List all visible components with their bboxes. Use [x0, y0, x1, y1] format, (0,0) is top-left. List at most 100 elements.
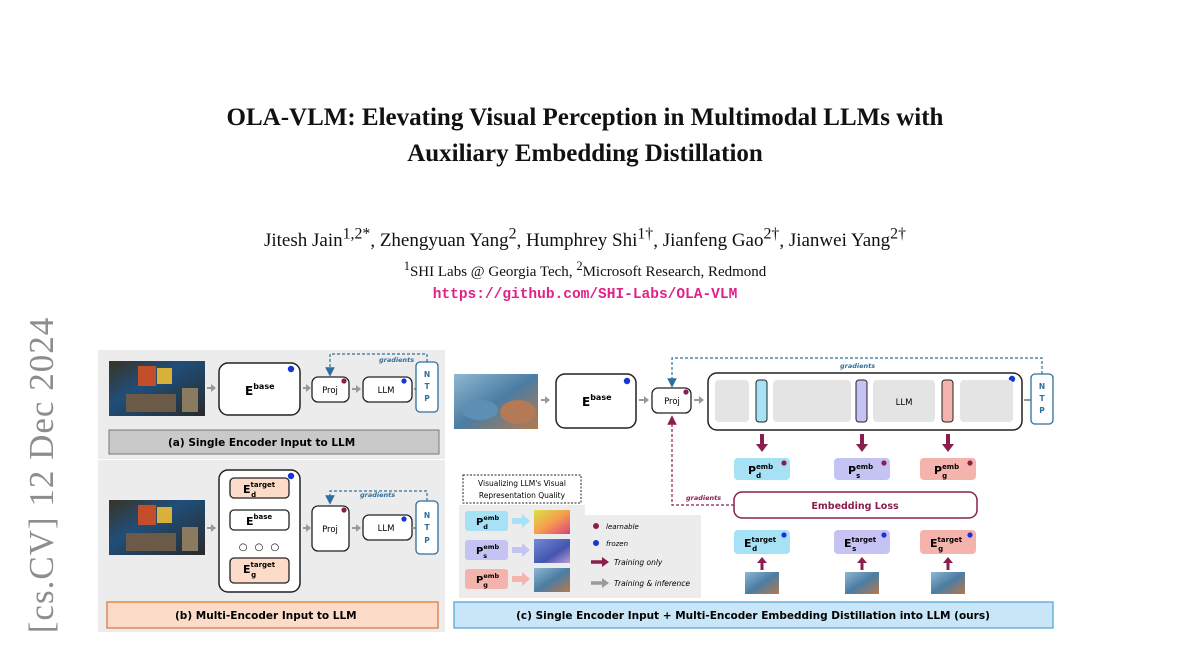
gradients-label: gradients: [360, 491, 395, 499]
gradients-label-left: gradients: [686, 494, 721, 502]
viz-title-line-1: Visualizing LLM's Visual: [478, 479, 566, 488]
panel-c: Ebase Proj LLM N T P gradients: [453, 357, 1054, 629]
teaser-figure: Ebase Proj LLM N T P gradients (a) Singl…: [98, 350, 1054, 632]
encoder-base-box: [229, 509, 290, 531]
target-g-box: [920, 530, 976, 554]
target-s-box: [834, 530, 890, 554]
frozen-dot: [287, 365, 295, 373]
gradients-label: gradients: [379, 356, 414, 364]
gradients-arrow-left: [667, 415, 734, 506]
llm-label: LLM: [378, 386, 395, 396]
encoder-d-box: [229, 477, 290, 499]
layer-s: [855, 379, 868, 423]
legend-training-inference: Training & inference: [614, 579, 690, 588]
proj-label: Proj: [322, 525, 338, 535]
viz-row-d: [465, 511, 508, 531]
encoder-base-label: Ebase: [582, 393, 612, 409]
svg-text:T: T: [1039, 394, 1045, 403]
legend-frozen: frozen: [606, 540, 628, 548]
proj-label: Proj: [664, 397, 680, 407]
encoder-base-box: [555, 373, 637, 429]
emb-s-box: [834, 458, 890, 480]
panel-c-caption: (c) Single Encoder Input + Multi-Encoder…: [516, 610, 990, 622]
viz-title-line-2: Representation Quality: [479, 491, 566, 500]
panel-a-caption: (a) Single Encoder Input to LLM: [168, 437, 355, 449]
viz-title-box: [462, 474, 582, 504]
paper-title: OLA-VLM: Elevating Visual Perception in …: [0, 100, 1170, 172]
encoder-g-box: [229, 557, 290, 584]
learnable-dot: [593, 523, 599, 529]
panel-c-caption-box: [453, 601, 1054, 629]
proj-label: Proj: [322, 386, 338, 396]
car-thumb: [931, 572, 965, 594]
ellipsis-dots: ○ ○ ○: [239, 542, 282, 553]
gradients-arrow: [325, 353, 428, 377]
legend-learnable: learnable: [606, 523, 639, 531]
gradients-label-top: gradients: [840, 362, 875, 370]
encoder-base-box: [218, 362, 301, 416]
svg-text:T: T: [424, 382, 430, 391]
author: Zhengyuan Yang2: [379, 226, 517, 252]
embedding-loss-label: Embedding Loss: [811, 501, 899, 512]
svg-text:N: N: [424, 511, 430, 520]
panel-b-caption-box: [106, 601, 439, 629]
room-image: [109, 500, 205, 555]
svg-text:P: P: [424, 536, 430, 545]
emb-d-box: [734, 458, 790, 480]
encoder-base-label: Ebase: [245, 382, 275, 398]
author: Jitesh Jain1,2*: [263, 226, 371, 252]
gen-image: [534, 568, 570, 592]
encoder-base-label: Ebase: [246, 513, 272, 528]
viz-row-s: [465, 540, 508, 560]
llm-label: LLM: [378, 524, 395, 534]
svg-text:T: T: [424, 523, 430, 532]
viz-row-g: [465, 569, 508, 589]
car-thumb: [745, 572, 779, 594]
arrow-head: [211, 384, 216, 392]
github-link[interactable]: https://github.com/SHI-Labs/OLA-VLM: [432, 287, 738, 303]
learnable-dot: [341, 378, 347, 384]
room-image: [109, 361, 205, 416]
affiliations: 1SHI Labs @ Georgia Tech, 2Microsoft Res…: [403, 259, 767, 280]
author-list: Jitesh Jain1,2*, Zhengyuan Yang2, Humphr…: [263, 226, 906, 252]
svg-text:N: N: [1039, 382, 1045, 391]
llm-label: LLM: [896, 398, 913, 408]
title-line-2: Auxiliary Embedding Distillation: [407, 140, 763, 167]
target-d-box: [734, 530, 790, 554]
proj-box: [311, 505, 350, 552]
legend-training-only: Training only: [614, 558, 663, 567]
car-thumb: [845, 572, 879, 594]
gradients-arrow: [325, 490, 428, 505]
author: Jianwei Yang2†: [788, 226, 906, 252]
car-image: [454, 374, 538, 429]
arxiv-stamp: [cs.CV] 12 Dec 2024: [22, 316, 61, 634]
panel-a-caption-box: [108, 429, 440, 455]
seg-map: [534, 539, 570, 563]
gradients-arrow-top: [667, 357, 1043, 388]
svg-text:N: N: [424, 370, 430, 379]
panel-a: Ebase Proj LLM N T P gradients (a) Singl…: [98, 350, 445, 459]
proj-box: [311, 376, 350, 403]
author: Jianfeng Gao2†: [662, 226, 780, 252]
depth-map: [534, 510, 570, 534]
layer-d: [755, 379, 768, 423]
panel-b-caption: (b) Multi-Encoder Input to LLM: [175, 610, 357, 622]
llm-box: [362, 376, 413, 403]
svg-text:P: P: [424, 394, 430, 403]
emb-g-box: [920, 458, 976, 480]
svg-text:P: P: [1039, 406, 1045, 415]
author: Humphrey Shi1†: [526, 226, 654, 252]
proj-box: [651, 387, 692, 414]
